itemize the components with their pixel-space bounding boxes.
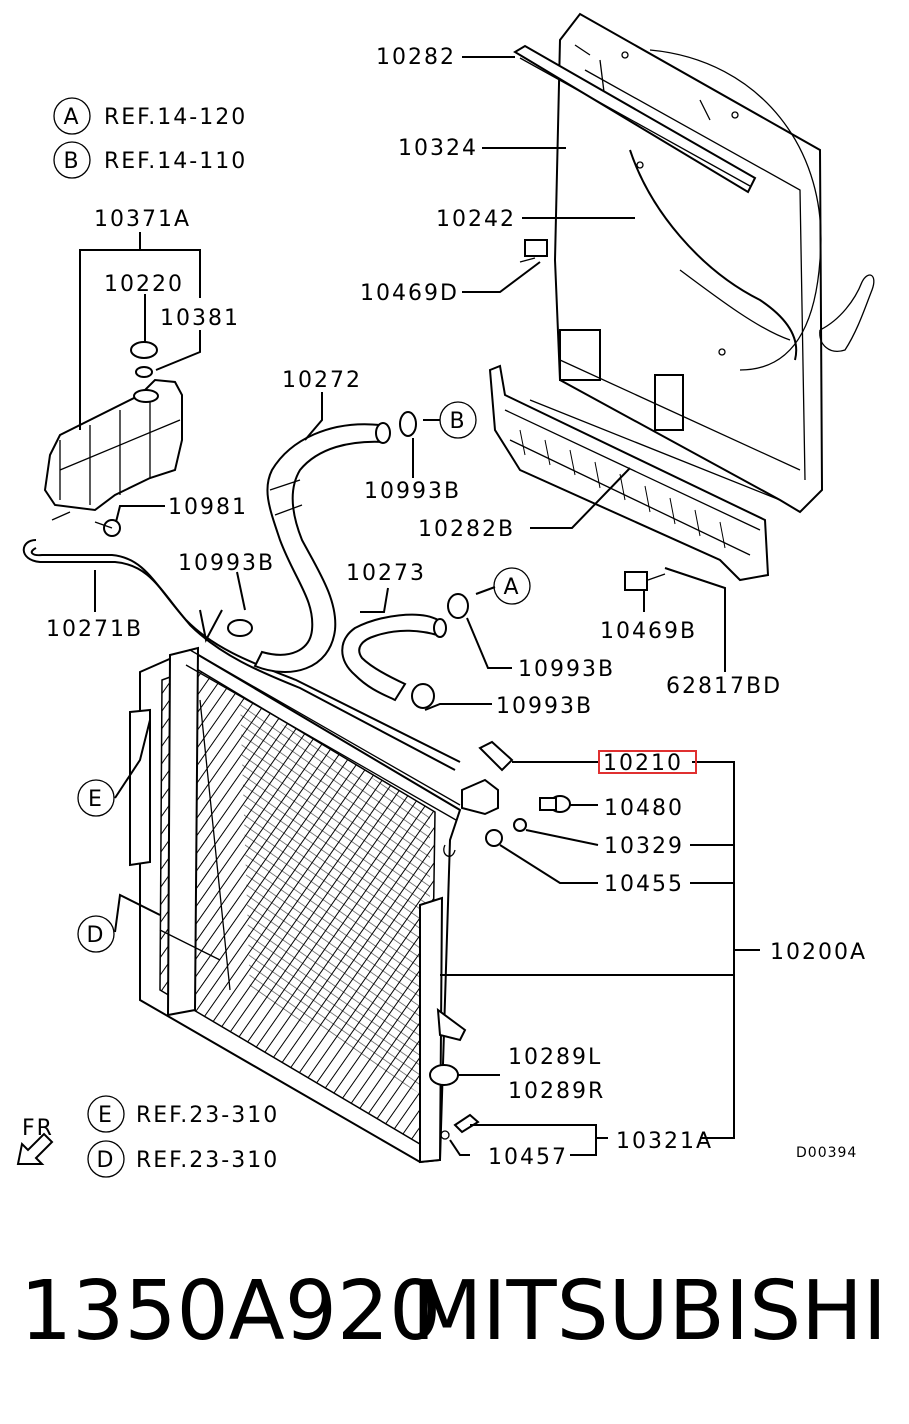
hose-clamps	[227, 411, 469, 709]
drain-bolt	[539, 795, 571, 813]
marker-e: E	[88, 787, 104, 812]
callout-10469d: 10469D	[360, 281, 459, 306]
callout-10993b-1: 10993B	[364, 479, 461, 504]
ref-text-b: REF.14-110	[104, 149, 247, 174]
ref-text-e: REF.23-310	[136, 1103, 279, 1128]
shroud-bolt-upper	[519, 239, 548, 263]
callout-10282: 10282	[376, 45, 456, 70]
callout-10289l: 10289L	[508, 1045, 602, 1070]
lower-seal	[488, 364, 781, 582]
callout-10993b-2: 10993B	[178, 551, 275, 576]
callout-10457: 10457	[488, 1145, 568, 1170]
reference-legend-top: A REF.14-120 B REF.14-110	[53, 97, 247, 179]
callout-10289r: 10289R	[508, 1079, 605, 1104]
part-footer: 1350A920 MITSUBISHI	[0, 1262, 909, 1382]
radiator	[129, 646, 503, 1164]
part-number: 1350A920	[20, 1264, 442, 1359]
callout-10329: 10329	[604, 834, 684, 859]
ref-text-a: REF.14-120	[104, 105, 247, 130]
callout-10469b: 10469B	[600, 619, 697, 644]
marker-d: D	[87, 923, 106, 948]
lower-hose	[341, 613, 447, 702]
callout-10200a: 10200A	[770, 940, 867, 965]
reserve-tank	[43, 341, 183, 537]
highlight-box-10210	[598, 750, 697, 774]
parts-diagram: A REF.14-120 B REF.14-110	[16, 12, 875, 1178]
drawing-code: D00394	[796, 1145, 857, 1161]
callout-labels: 10282 10324 10242 10469D 10371A 10220 10…	[46, 45, 867, 1170]
small-screw	[513, 818, 527, 832]
marker-b: B	[449, 409, 466, 434]
mount-bushing	[429, 1064, 459, 1086]
callout-10321a: 10321A	[616, 1129, 713, 1154]
callout-10455: 10455	[604, 872, 684, 897]
callout-10993b-3: 10993B	[518, 657, 615, 682]
leader-lines	[79, 56, 760, 1156]
front-label: FR	[22, 1116, 54, 1141]
callout-10271b: 10271B	[46, 617, 143, 642]
callout-10371a: 10371A	[94, 207, 191, 232]
callout-10324: 10324	[398, 136, 478, 161]
connection-markers: B A E D	[77, 401, 531, 953]
marker-a: A	[503, 575, 520, 600]
fan-shroud	[553, 12, 875, 514]
reference-legend-bottom: E REF.23-310 D REF.23-310	[87, 1095, 279, 1178]
callout-10220: 10220	[104, 272, 184, 297]
callout-10480: 10480	[604, 796, 684, 821]
callout-10993b-4: 10993B	[496, 694, 593, 719]
radiator-cap	[461, 740, 514, 816]
upper-hose	[253, 422, 391, 673]
callout-10273: 10273	[346, 561, 426, 586]
callout-10981: 10981	[168, 495, 248, 520]
callout-62817bd: 62817BD	[666, 674, 782, 699]
callout-10210: 10210	[603, 751, 683, 776]
callout-10381: 10381	[160, 306, 240, 331]
ref-letter-a: A	[63, 105, 80, 130]
drain-cock	[440, 1113, 480, 1140]
front-direction-indicator: FR	[16, 1116, 54, 1165]
callout-10272: 10272	[282, 368, 362, 393]
brand-name: MITSUBISHI	[411, 1264, 887, 1359]
ref-text-d: REF.23-310	[136, 1148, 279, 1173]
front-arrow-icon	[16, 1132, 54, 1165]
ref-letter-b: B	[63, 149, 80, 174]
callout-10242: 10242	[436, 207, 516, 232]
callout-10282b: 10282B	[418, 517, 515, 542]
ref-letter-e: E	[98, 1103, 114, 1128]
shroud-bolt-lower	[624, 571, 666, 591]
ref-letter-d: D	[97, 1148, 116, 1173]
